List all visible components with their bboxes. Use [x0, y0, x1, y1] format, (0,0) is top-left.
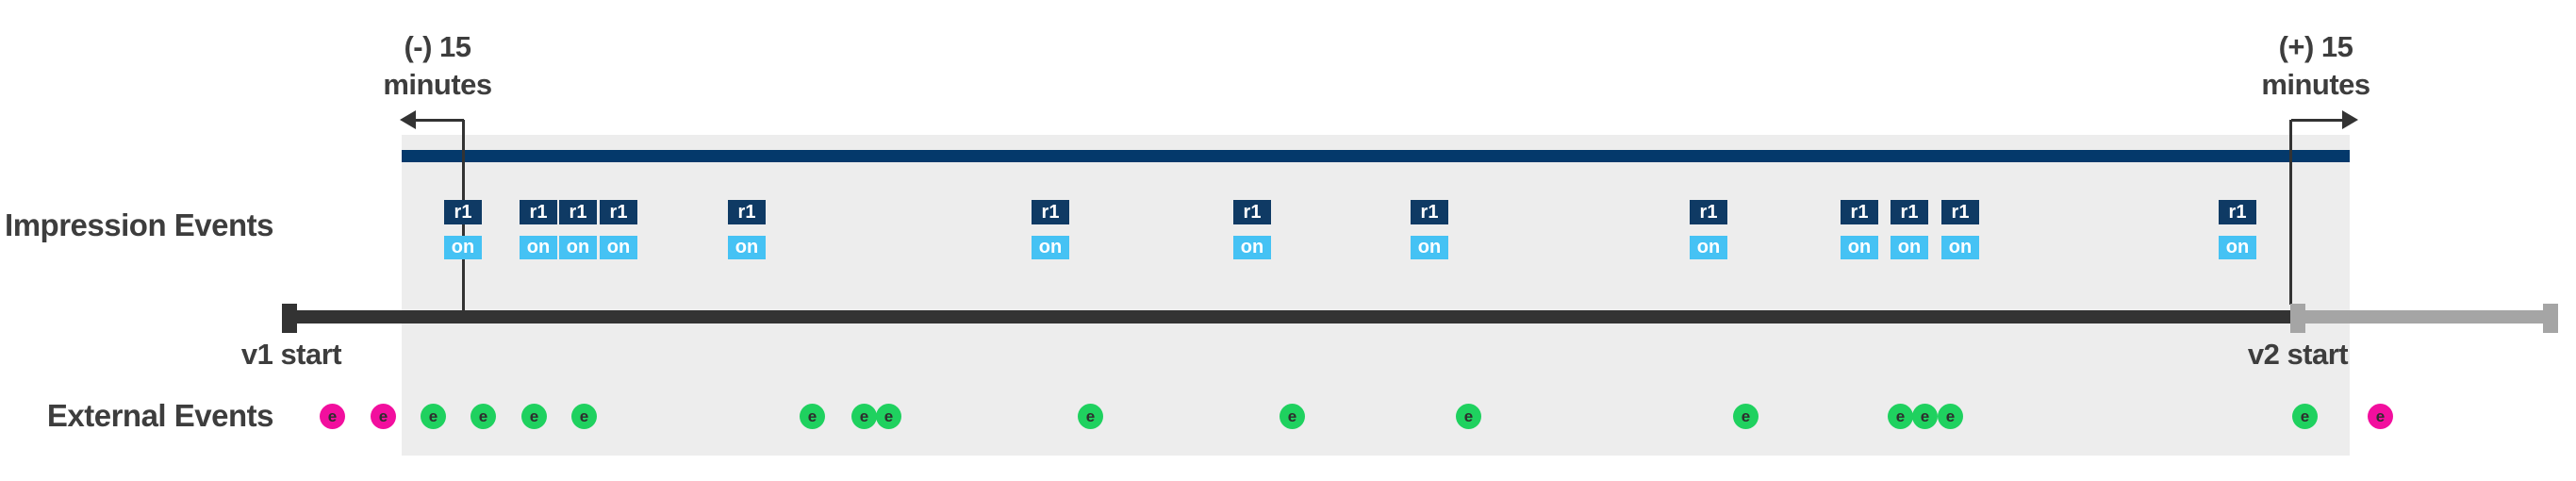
- external-event-marker-green: e: [1733, 404, 1759, 429]
- impression-record-box: r1: [1941, 200, 1979, 224]
- impression-status-box: on: [520, 236, 557, 259]
- impression-status-box: on: [1841, 236, 1878, 259]
- impression-event-column: r1 on: [1891, 200, 1928, 259]
- minus15-arrow-line: [416, 119, 464, 122]
- impression-record-box: r1: [444, 200, 482, 224]
- timeline-v1-bar: [285, 310, 2293, 323]
- timeline-end-cap: [2543, 304, 2558, 333]
- external-event-marker-green: e: [1078, 404, 1103, 429]
- external-event-marker-green: e: [421, 404, 446, 429]
- impression-events-label: Impression Events: [5, 207, 273, 242]
- impression-status-box: on: [1411, 236, 1448, 259]
- impression-event-column: r1 on: [444, 200, 482, 259]
- plus15-annotation: (+) 15 minutes: [2212, 28, 2419, 104]
- impression-event-column: r1 on: [520, 200, 557, 259]
- arrow-right-icon: [2342, 110, 2358, 129]
- impression-record-box: r1: [1891, 200, 1928, 224]
- impression-status-box: on: [1941, 236, 1979, 259]
- minus15-line1: (-) 15: [404, 30, 471, 63]
- impression-status-box: on: [728, 236, 766, 259]
- impression-record-box: r1: [1411, 200, 1448, 224]
- external-event-marker-pink: e: [371, 404, 396, 429]
- impression-status-box: on: [2219, 236, 2256, 259]
- gray-panel: [402, 135, 2350, 456]
- impression-event-column: r1 on: [559, 200, 597, 259]
- impression-event-column: r1 on: [1233, 200, 1271, 259]
- impression-record-box: r1: [1032, 200, 1069, 224]
- impression-event-column: r1 on: [1841, 200, 1878, 259]
- impression-record-box: r1: [1690, 200, 1727, 224]
- impression-event-column: r1 on: [1690, 200, 1727, 259]
- external-event-marker-green: e: [1888, 404, 1913, 429]
- impression-event-column: r1 on: [600, 200, 637, 259]
- impression-status-box: on: [1690, 236, 1727, 259]
- external-events-label: External Events: [46, 398, 274, 433]
- external-event-marker-pink: e: [320, 404, 345, 429]
- external-event-marker-green: e: [1912, 404, 1938, 429]
- plus15-line2: minutes: [2261, 68, 2370, 101]
- impression-record-box: r1: [1233, 200, 1271, 224]
- impression-record-box: r1: [520, 200, 557, 224]
- impression-status-box: on: [600, 236, 637, 259]
- impression-record-box: r1: [2219, 200, 2256, 224]
- impression-event-column: r1 on: [2219, 200, 2256, 259]
- external-event-marker-green: e: [1938, 404, 1963, 429]
- impression-status-box: on: [1233, 236, 1271, 259]
- external-event-marker-green: e: [1456, 404, 1481, 429]
- v2-start-label: v2 start: [2247, 338, 2349, 371]
- external-event-marker-green: e: [471, 404, 496, 429]
- v1-start-label: v1 start: [240, 338, 342, 371]
- plus15-marker-line: [2289, 120, 2292, 305]
- plus15-arrow-line: [2291, 119, 2342, 122]
- external-event-marker-green: e: [521, 404, 547, 429]
- impression-status-box: on: [1032, 236, 1069, 259]
- navy-top-bar: [402, 150, 2350, 162]
- impression-event-column: r1 on: [1032, 200, 1069, 259]
- timeline-v2-bar: [2293, 310, 2550, 323]
- arrow-left-icon: [400, 110, 416, 129]
- impression-record-box: r1: [559, 200, 597, 224]
- impression-event-column: r1 on: [1941, 200, 1979, 259]
- plus15-line1: (+) 15: [2278, 30, 2353, 63]
- external-event-marker-green: e: [2292, 404, 2318, 429]
- impression-status-box: on: [444, 236, 482, 259]
- external-event-marker-pink: e: [2368, 404, 2393, 429]
- external-event-marker-green: e: [876, 404, 901, 429]
- impression-event-column: r1 on: [1411, 200, 1448, 259]
- external-event-marker-green: e: [1280, 404, 1305, 429]
- impression-record-box: r1: [728, 200, 766, 224]
- v2-start-cap: [2290, 304, 2305, 333]
- minus15-annotation: (-) 15 minutes: [334, 28, 541, 104]
- impression-record-box: r1: [1841, 200, 1878, 224]
- minus15-line2: minutes: [383, 68, 492, 101]
- impression-event-column: r1 on: [728, 200, 766, 259]
- external-event-marker-green: e: [571, 404, 597, 429]
- external-event-marker-green: e: [800, 404, 825, 429]
- impression-record-box: r1: [600, 200, 637, 224]
- impression-status-box: on: [559, 236, 597, 259]
- impression-status-box: on: [1891, 236, 1928, 259]
- external-event-marker-green: e: [851, 404, 877, 429]
- v1-start-cap: [282, 304, 297, 333]
